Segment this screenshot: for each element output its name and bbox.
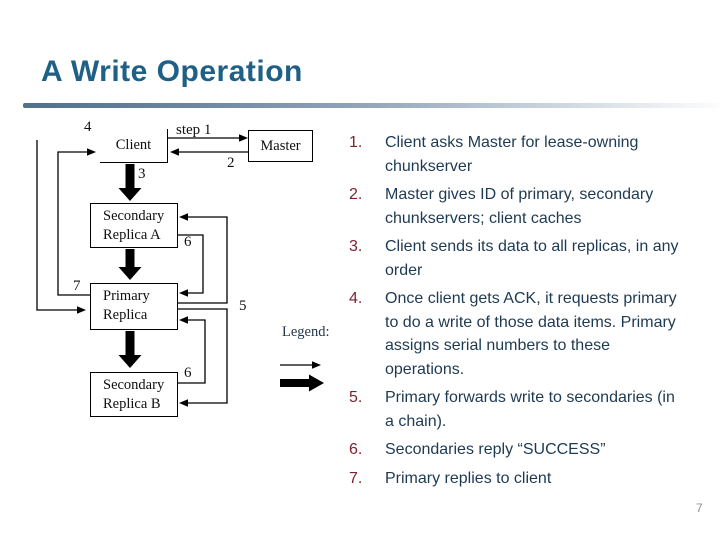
- step-number: 3.: [349, 238, 363, 255]
- master-box-label: Master: [260, 137, 301, 154]
- master-box: Master: [248, 130, 313, 162]
- arrow-step5-primary-to-secondaryB: [178, 308, 228, 407]
- legend-title: Legend:: [282, 324, 330, 340]
- list-item: 3. Client sends its data to all replicas…: [349, 235, 694, 282]
- diagram-label-2: 2: [227, 155, 235, 171]
- step-text: Primary replies to client: [385, 469, 552, 487]
- diagram-label-5: 5: [239, 298, 247, 314]
- diagram-label-6a: 6: [184, 234, 192, 250]
- diagram-label-7: 7: [73, 278, 81, 294]
- arrow-step5-primary-to-secondaryA: [178, 213, 228, 304]
- diagram-label-3: 3: [138, 166, 146, 182]
- legend-thin-arrow-icon: [280, 361, 321, 369]
- step-text: Master gives ID of primary, secondary ch…: [385, 186, 654, 227]
- data-arrow-secondaryA-to-primary: [118, 249, 142, 280]
- step-text: Once client gets ACK, it requests primar…: [385, 290, 677, 378]
- primary-label-line1: Primary: [103, 288, 150, 304]
- list-item: 7. Primary replies to client: [349, 467, 694, 491]
- step-text: Secondaries reply “SUCCESS”: [385, 441, 606, 458]
- step-text: Primary forwards write to secondaries (i…: [385, 389, 675, 430]
- secondary-b-label-line1: Secondary: [103, 377, 165, 393]
- diagram-label-4: 4: [84, 119, 92, 135]
- page-number: 7: [696, 501, 703, 515]
- list-item: 2. Master gives ID of primary, secondary…: [349, 183, 694, 230]
- diagram-label-6b: 6: [184, 365, 192, 381]
- list-item: 6. Secondaries reply “SUCCESS”: [349, 438, 694, 462]
- secondary-a-label-line2: Replica A: [103, 227, 161, 243]
- step-number: 7.: [349, 469, 363, 487]
- step-number: 1.: [349, 134, 363, 151]
- list-item: 5. Primary forwards write to secondaries…: [349, 386, 694, 433]
- secondary-replica-a-box: Secondary Replica A: [90, 203, 178, 248]
- list-item: 1. Client asks Master for lease-owning c…: [349, 131, 694, 178]
- title-underline-rule: [23, 103, 720, 108]
- secondary-replica-b-box: Secondary Replica B: [90, 372, 178, 417]
- secondary-a-label-line1: Secondary: [103, 208, 165, 224]
- arrow-step2-master-to-client: [170, 148, 248, 156]
- primary-replica-box: Primary Replica: [90, 283, 178, 330]
- diagram-label-step1: step 1: [176, 122, 212, 138]
- primary-label-line2: Replica: [103, 307, 148, 323]
- data-arrow-primary-to-secondaryB: [118, 331, 142, 368]
- step-text: Client sends its data to all replicas, i…: [385, 238, 679, 279]
- legend-thick-arrow-icon: [280, 374, 324, 392]
- list-item: 4. Once client gets ACK, it requests pri…: [349, 287, 694, 381]
- step-number: 6.: [349, 441, 363, 458]
- client-box-label: Client: [115, 137, 152, 153]
- client-box: Client: [100, 129, 168, 163]
- page-title: A Write Operation: [41, 55, 303, 88]
- write-steps-list: 1. Client asks Master for lease-owning c…: [349, 131, 694, 495]
- secondary-b-label-line2: Replica B: [103, 396, 161, 412]
- step-number: 2.: [349, 186, 363, 203]
- step-number: 4.: [349, 290, 363, 307]
- step-number: 5.: [349, 389, 363, 406]
- step-text: Client asks Master for lease-owning chun…: [385, 134, 639, 175]
